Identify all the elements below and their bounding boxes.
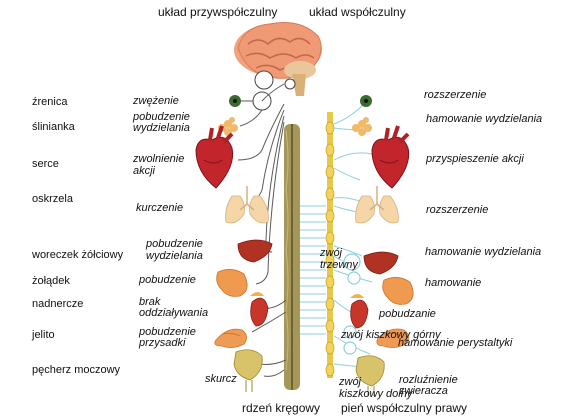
para-effect-salivary-line1: pobudzenie <box>133 111 190 123</box>
sympathetic-trunk-label: pień współczulny prawy <box>341 401 468 415</box>
left-adrenal-kidney <box>250 292 269 327</box>
para-effect-pupil: zwężenie <box>133 95 179 107</box>
para-effect-adrenal-line2: oddziaływania <box>139 307 209 319</box>
sympathetic-system-title: układ współczulny <box>309 5 406 19</box>
organ-label-bladder: pęcherz moczowy <box>32 364 121 376</box>
symp-effect-bladder-line1: rozluźnienie <box>399 374 458 386</box>
left-heart <box>195 125 234 189</box>
symp-effect-gallbladder: hamowanie wydzielania <box>425 246 542 258</box>
left-bladder <box>233 349 263 392</box>
spinal-cord-illustration <box>284 124 300 390</box>
para-effect-gallbladder-line2: wydzielania <box>146 250 203 262</box>
symp-effect-stomach: hamowanie <box>425 277 482 289</box>
rami-communicantes <box>300 205 326 335</box>
spinal-cord-label: rdzeń kręgowy <box>242 401 321 415</box>
para-effect-heart-line2: akcji <box>133 165 156 177</box>
para-effect-heart-line1: zwolnienie <box>133 153 185 165</box>
sympathetic-trunk-illustration <box>325 112 335 378</box>
organ-label-stomach: żołądek <box>32 275 70 287</box>
right-lungs <box>355 186 399 224</box>
ganglion-celiac-line1: zwój <box>320 247 343 259</box>
organ-label-adrenal: nadnercze <box>32 298 84 310</box>
right-eye <box>360 95 372 107</box>
right-intestine <box>376 328 409 348</box>
right-heart <box>371 125 410 189</box>
left-intestine <box>214 328 247 348</box>
right-stomach <box>382 277 414 305</box>
symp-effect-heart: przyspieszenie akcji <box>426 153 524 165</box>
symp-effect-pupil: rozszerzenie <box>424 89 487 101</box>
ganglion-mesenteric-lower-line1: zwój <box>339 376 362 388</box>
para-effect-intestine-line1: pobudzenie <box>139 326 196 338</box>
organ-label-gallbladder: woreczek żółciowy <box>32 249 124 261</box>
organ-label-pupil: źrenica <box>32 96 68 108</box>
para-effect-gallbladder-line1: pobudzenie <box>146 238 203 250</box>
prevertebral-ganglia <box>343 253 361 355</box>
left-lungs <box>225 186 269 224</box>
para-effect-bladder: skurcz <box>205 373 237 385</box>
parasympathetic-nerves <box>237 83 287 377</box>
left-stomach <box>216 269 248 297</box>
right-liver <box>363 251 399 275</box>
para-effect-stomach: pobudzenie <box>139 274 196 286</box>
left-eye <box>229 95 241 107</box>
organ-label-intestine: jelito <box>32 329 55 341</box>
right-bladder <box>355 355 385 396</box>
para-effect-adrenal-line1: brak <box>139 296 161 308</box>
para-effect-bronchi: kurczenie <box>136 202 184 214</box>
symp-effect-intestine: hamowanie perystaltyki <box>398 337 513 349</box>
ganglion-mesenteric-lower-line2: kiszkowy dolny <box>339 388 413 400</box>
ganglion-mesenteric-upper: zwój kiszkowy górny <box>341 329 441 341</box>
symp-effect-bladder-line2: zwieracza <box>399 385 448 397</box>
organ-label-salivary: ślinianka <box>32 121 75 133</box>
symp-effect-adrenal: pobudzanie <box>379 308 436 320</box>
symp-effect-bronchi: rozszerzenie <box>426 204 489 216</box>
right-salivary-gland <box>352 117 372 136</box>
ganglion-celiac-line2: trzewny <box>320 259 358 271</box>
organ-label-heart: serce <box>32 158 59 170</box>
left-liver <box>237 239 273 263</box>
organ-label-bronchi: oskrzela <box>32 193 73 205</box>
para-effect-salivary-line2: wydzielania <box>133 122 190 134</box>
parasympathetic-system-title: układ przywspółczulny <box>158 5 278 19</box>
para-effect-intestine-line2: przysadki <box>139 337 186 349</box>
symp-effect-salivary: hamowanie wydzielania <box>426 113 543 125</box>
brain-illustration <box>234 22 322 96</box>
right-adrenal-kidney <box>350 294 369 329</box>
